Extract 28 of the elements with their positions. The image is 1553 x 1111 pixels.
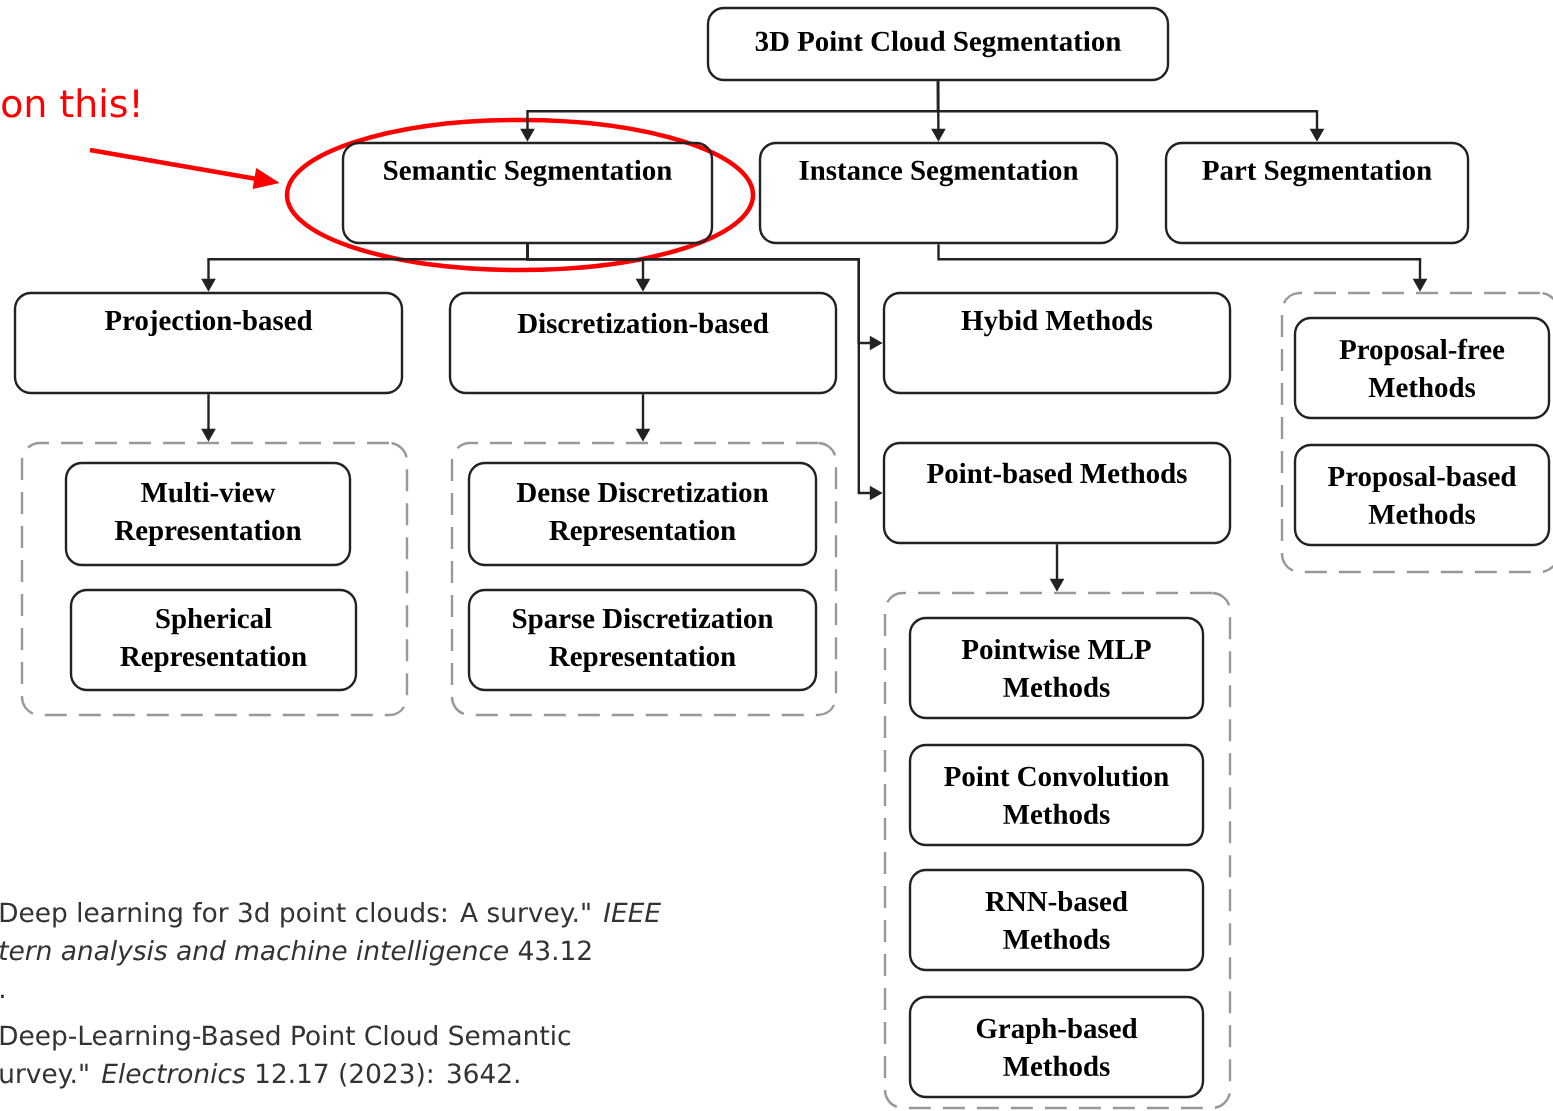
method-box: 3D Point Cloud Segmentation <box>706 6 1170 82</box>
method-box: Part Segmentation <box>1164 141 1470 245</box>
method-box: Proposal-free Methods <box>1293 316 1551 420</box>
citation-text: . <box>1 994 4 998</box>
method-box: Dense Discretization Representation <box>467 461 818 567</box>
dashed-group-box <box>450 441 838 717</box>
method-box: Multi-view Representation <box>64 461 352 567</box>
citation-text: urvey." Electronics 12.17 (2023): 3642. <box>0 1062 519 1089</box>
method-box: Graph-based Methods <box>908 995 1205 1099</box>
method-box: Hybid Methods <box>882 291 1232 395</box>
method-box: Instance Segmentation <box>758 141 1119 245</box>
citation-text: Deep-Learning-Based Point Cloud Semantic <box>0 1024 570 1051</box>
annotation-text: on this! <box>2 88 138 118</box>
method-box: Point-based Methods <box>882 441 1232 545</box>
method-box: Discretization-based <box>448 291 838 395</box>
method-box: Spherical Representation <box>69 588 358 692</box>
dashed-group-box <box>20 441 409 717</box>
method-box: RNN-based Methods <box>908 868 1205 972</box>
method-box: Point Convolution Methods <box>908 743 1205 847</box>
method-box: Sparse Discretization Representation <box>467 588 818 692</box>
citation-text: tern analysis and machine intelligence 43.12 <box>0 939 591 966</box>
method-box: Pointwise MLP Methods <box>908 616 1205 720</box>
dashed-group-box <box>883 591 1232 1110</box>
method-box: Proposal-based Methods <box>1293 443 1551 547</box>
method-box: Projection-based <box>13 291 404 395</box>
dashed-group-box <box>1280 291 1553 574</box>
citation-text: Deep learning for 3d point clouds: A survey." IEEE <box>0 901 661 928</box>
method-box: Semantic Segmentation <box>341 141 714 245</box>
